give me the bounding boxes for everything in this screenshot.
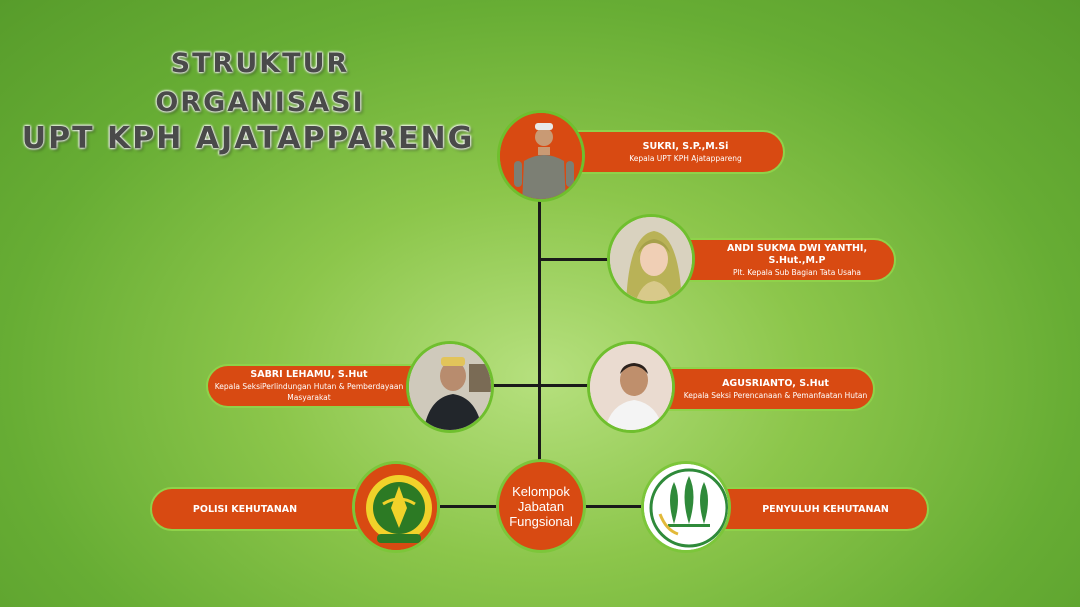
admin-name: ANDI SUKMA DWI YANTHI, S.Hut.,M.P <box>726 242 868 266</box>
admin-photo <box>607 214 695 304</box>
planning-info-box: AGUSRIANTO, S.Hut Kepala Seksi Perencana… <box>640 367 875 411</box>
connector-polisi <box>440 505 500 508</box>
person-icon <box>500 113 582 199</box>
penyuluh-kehutanan-label: PENYULUH KEHUTANAN <box>762 503 889 515</box>
connector-seksi <box>492 384 588 387</box>
main-vertical-connector <box>538 198 541 463</box>
group-label-line-3: Fungsional <box>509 513 573 529</box>
kelompok-jabatan-fungsional-node: Kelompok Jabatan Fungsional <box>496 459 586 553</box>
title-line-2: ORGANISASI <box>155 87 365 118</box>
ipkindo-emblem-icon <box>644 464 728 550</box>
person-icon <box>409 344 491 430</box>
group-label-line-1: Kelompok <box>512 483 570 499</box>
head-name: SUKRI, S.P.,M.Si <box>642 140 729 152</box>
person-icon <box>590 344 672 430</box>
connector-tata-usaha <box>540 258 612 261</box>
head-role: Kepala UPT KPH Ajatappareng <box>629 153 742 163</box>
protection-name: SABRI LEHAMU, S.Hut <box>250 369 368 380</box>
head-photo <box>497 110 585 202</box>
title-line-3: UPT KPH AJATAPPARENG <box>21 121 475 156</box>
planning-name: AGUSRIANTO, S.Hut <box>722 377 829 389</box>
person-icon <box>610 217 692 301</box>
connector-penyuluh <box>584 505 644 508</box>
head-info-box: SUKRI, S.P.,M.Si Kepala UPT KPH Ajatappa… <box>550 130 785 174</box>
planning-role: Kepala Seksi Perencanaan & Pemanfaatan H… <box>683 390 868 400</box>
planning-photo <box>587 341 675 433</box>
polisi-kehutanan-logo <box>352 461 440 553</box>
ipkindo-logo <box>641 461 731 553</box>
admin-info-box: ANDI SUKMA DWI YANTHI, S.Hut.,M.P Plt. K… <box>662 238 896 282</box>
protection-role: Kepala SeksiPerlindungan Hutan & Pemberd… <box>214 382 404 402</box>
title-line-1: STRUKTUR <box>170 48 350 79</box>
polisi-kehutanan-label: POLISI KEHUTANAN <box>192 503 298 515</box>
forest-police-emblem-icon <box>355 464 437 550</box>
protection-photo <box>406 341 494 433</box>
admin-role: Plt. Kepala Sub Bagian Tata Usaha <box>732 267 862 277</box>
group-label-line-2: Jabatan <box>517 498 565 514</box>
